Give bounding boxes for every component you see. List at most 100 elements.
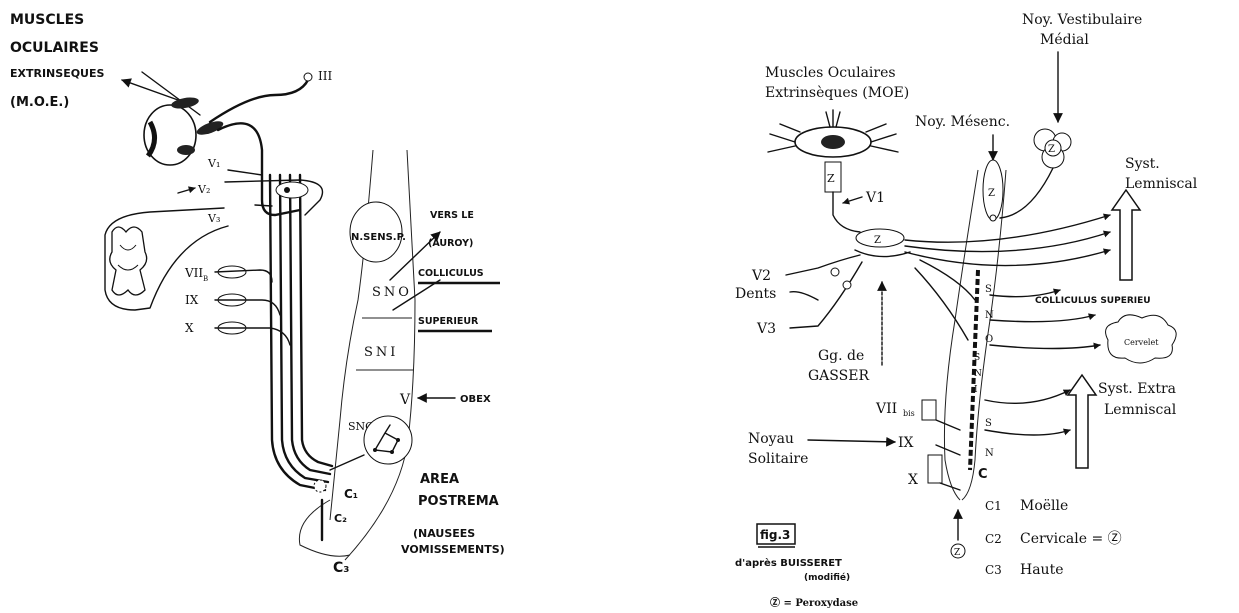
label-o1: O [985, 334, 993, 345]
label-c3: C₃ [333, 560, 349, 576]
gasser-ganglion [275, 181, 309, 199]
area-postrema-circle [363, 415, 413, 465]
label-v2: V₂ [197, 183, 210, 196]
label-c2: C₂ [334, 512, 347, 525]
label-z-moe: Z [827, 172, 835, 185]
fiber-lem-2 [904, 230, 1111, 253]
label-i2: I [974, 385, 978, 395]
label-postrema: POSTREMA [418, 494, 499, 509]
v2-arrow [177, 186, 196, 194]
label-auroy: (AUROY) [428, 238, 473, 249]
label-area: AREA [420, 472, 459, 487]
fiber-lem-1 [904, 213, 1111, 243]
vestibular-nucleus: Z [1033, 128, 1072, 169]
label-n1: N [985, 310, 994, 321]
fiber-vest [999, 167, 1054, 219]
v3-fiber [789, 261, 863, 329]
label-ix: IX [185, 293, 199, 307]
brainstem-bottom [298, 499, 351, 557]
label-v1: V₁ [207, 157, 220, 170]
v2-fiber [785, 254, 861, 276]
fiber-lem-3 [904, 248, 1111, 267]
ix-fiber [214, 299, 281, 316]
c1-cluster [313, 479, 327, 493]
label-n3: N [985, 448, 994, 459]
proj-extra-2 [984, 428, 1071, 436]
left-title-line2: OCULAIRES [10, 40, 99, 56]
label-noy-vest-2: Médial [1040, 32, 1089, 48]
label-noyau-1: Noyau [748, 431, 794, 447]
label-noy-vest-1: Noy. Vestibulaire [1022, 12, 1142, 28]
fiber-cord-1 [919, 259, 976, 301]
label-sno: SNO [372, 285, 412, 300]
fig-box [756, 523, 796, 545]
label-vii-bis-sub: B [203, 275, 208, 283]
label-s3: S [985, 418, 992, 429]
label-syst-extra-1: Syst. Extra [1098, 381, 1176, 397]
title-arrow-1 [121, 78, 179, 101]
eyeball-icon [143, 97, 224, 166]
nerve-iii-end [303, 72, 313, 82]
z-bottom-circle [950, 543, 966, 559]
label-nausees: (NAUSEES [413, 527, 475, 540]
proj-cervelet [989, 342, 1101, 350]
fiber-cord-2 [914, 267, 969, 341]
arrow-to-colliculus-2 [392, 279, 441, 311]
label-dents: Dents [735, 286, 776, 302]
fiber-3 [288, 173, 332, 476]
gasser-lower [854, 249, 911, 258]
label-x-right: X [908, 472, 918, 488]
label-s2: S [974, 353, 980, 363]
label-cervelet: Cervelet [1124, 338, 1159, 347]
label-vii-bis: VII [184, 266, 203, 280]
nerve-iii-fiber [208, 78, 310, 124]
label-apres: d'après BUISSERET [735, 557, 842, 569]
label-colliculus-sup: COLLICULUS SUPERIEU [1035, 296, 1151, 306]
label-fig: fig.3 [760, 528, 790, 542]
nucleus-column [968, 269, 980, 471]
v1-branch [227, 169, 263, 176]
label-peroxydase: Ⓩ = Peroxydase [770, 596, 858, 609]
label-c2-code: C2 [985, 532, 1002, 546]
label-obex: OBEX [460, 394, 491, 405]
right-diagram: Noy. Vestibulaire Médial Muscles Oculair… [735, 12, 1198, 609]
cord-outline-left [943, 169, 979, 501]
fiber-1 [268, 173, 327, 492]
label-c3-code: C3 [985, 563, 1002, 577]
label-sni: SNI [364, 345, 398, 360]
label-c1: C₁ [344, 487, 358, 501]
label-syst-extra-2: Lemniscal [1104, 402, 1177, 418]
tooth-icon [109, 226, 148, 296]
cranial-links [935, 419, 961, 491]
ganglion-body [224, 179, 324, 216]
lemniscal-arrow [1110, 188, 1142, 281]
label-z-gasser: Z [874, 235, 881, 246]
fiber-loop [216, 122, 302, 217]
svg-text:Z: Z [1048, 144, 1055, 155]
label-colliculus: COLLICULUS [418, 268, 484, 279]
label-noy-mesenc: Noy. Mésenc. [915, 114, 1010, 130]
label-c3-text: Haute [1020, 562, 1063, 578]
label-c-cord: C [978, 467, 988, 482]
brainstem-outline-right [344, 149, 416, 561]
label-vers-le: VERS LE [430, 210, 474, 221]
label-v2-right: V2 [751, 268, 771, 284]
label-superieur: SUPERIEUR [418, 316, 479, 327]
label-z-bottom: Z [954, 548, 960, 558]
fiber-2 [278, 173, 330, 484]
label-n-sens-p: N.SENS.P. [351, 232, 406, 243]
label-s1: S [985, 284, 992, 295]
label-v3-right: V3 [756, 321, 776, 337]
title-arrow-2 [141, 71, 201, 116]
vii-fiber [214, 269, 273, 283]
proj-colliculus [989, 288, 1061, 298]
label-modifie: (modifié) [804, 572, 850, 583]
extra-lemniscal-arrow [1066, 373, 1098, 469]
x-fiber [214, 327, 291, 346]
area-postrema-link [329, 454, 365, 471]
dents-fiber [789, 290, 819, 301]
label-moe-1: Muscles Oculaires [765, 65, 896, 81]
eye-icon [767, 109, 899, 158]
label-gg-2: GASSER [808, 368, 869, 384]
